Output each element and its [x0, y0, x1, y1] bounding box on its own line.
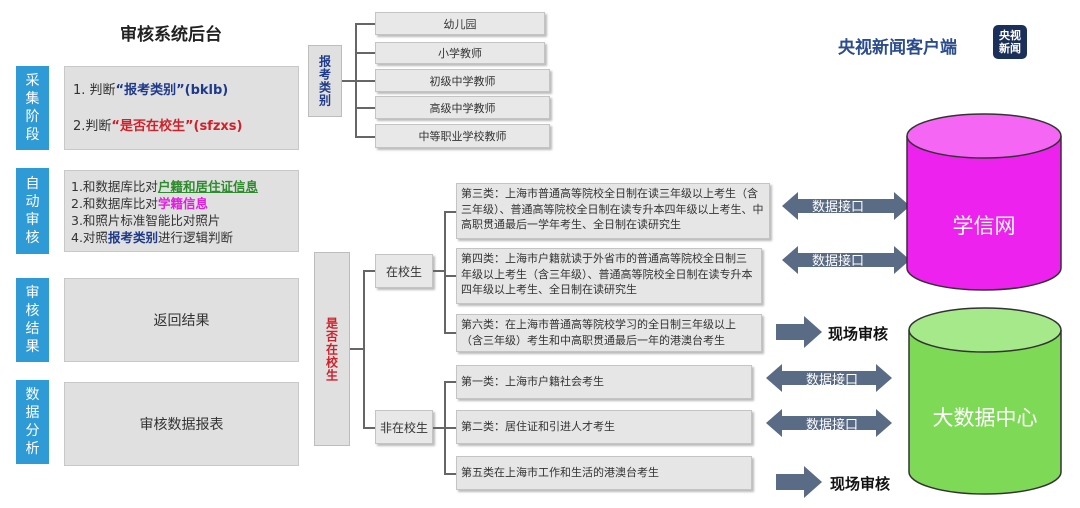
connector [433, 427, 445, 429]
double-arrow-icon [782, 246, 910, 274]
xuexin-database-icon [906, 113, 1062, 291]
connector [342, 80, 356, 82]
report-box: 审核数据报表 [64, 382, 299, 466]
not-in-school-node: 非在校生 [375, 410, 433, 444]
connector [355, 23, 375, 25]
student-status-node: 是否在校生 [314, 252, 350, 446]
connector [355, 80, 375, 82]
connector [444, 275, 456, 277]
exam-type-item: 初级中学教师 [375, 69, 550, 92]
collect-box: 1. 判断“报考类别”(bklb) 2.判断“是否在校生”(sfzxs) [64, 66, 299, 150]
onsite-review-label-1: 现场审核 [828, 325, 889, 343]
connector [433, 270, 445, 272]
category-1: 第一类：上海市户籍社会考生 [456, 365, 752, 399]
phase-collect: 采集阶段 [16, 66, 49, 150]
connector [355, 107, 375, 109]
cctv-news-logo: 央视 新闻 [993, 25, 1027, 59]
connector [444, 473, 456, 475]
category-3: 第三类：上海市普通高等院校全日制在读三年级以上考生（含三年级）、普通高等院校全日… [456, 183, 770, 239]
connector [363, 270, 375, 272]
auto-rule-4: 4.对照报考类别进行逻辑判断 [71, 230, 233, 245]
connector [363, 270, 365, 428]
phase-result: 审核结果 [16, 278, 49, 362]
connector [355, 136, 375, 138]
connector [444, 381, 456, 383]
double-arrow-icon [766, 409, 892, 437]
logo-line2: 新闻 [999, 42, 1021, 55]
exam-type-item: 高级中学教师 [375, 96, 550, 119]
auto-rule-3: 3.和照片标准智能比对照片 [71, 213, 221, 228]
result-box: 返回结果 [64, 278, 299, 362]
api-label-bigdata-1: 数据接口 [806, 373, 859, 388]
collect-rule-2: 2.判断“是否在校生”(sfzxs) [73, 119, 243, 134]
exam-type-item: 中等职业学校教师 [375, 124, 550, 148]
connector [444, 211, 456, 213]
phase-auto-review: 自动审核 [16, 168, 49, 254]
right-arrow-icon [776, 316, 822, 348]
collect-rule-1: 1. 判断“报考类别”(bklb) [73, 83, 229, 98]
exam-type-item: 幼儿园 [375, 12, 545, 35]
api-label-xuexin-2: 数据接口 [812, 254, 865, 269]
page-title: 审核系统后台 [120, 25, 222, 45]
connector [350, 348, 364, 350]
in-school-node: 在校生 [375, 254, 433, 288]
phase-analysis: 数据分析 [16, 380, 49, 464]
category-6: 第六类：在上海市普通高等院校学习的全日制三年级以上（含三年级）考生和中高职贯通最… [456, 314, 762, 352]
category-2: 第二类：居住证和引进人才考生 [456, 410, 752, 444]
logo-line1: 央视 [999, 29, 1021, 42]
auto-review-box: 1.和数据库比对户籍和居住证信息 2.和数据库比对学籍信息 3.和照片标准智能比… [64, 170, 299, 252]
connector [444, 332, 456, 334]
connector [444, 427, 456, 429]
right-arrow-icon [776, 466, 822, 498]
connector [363, 427, 375, 429]
onsite-review-label-2: 现场审核 [830, 475, 891, 493]
bigdata-label: 大数据中心 [932, 406, 1038, 430]
double-arrow-icon [782, 192, 910, 220]
exam-type-node: 报考类别 [308, 45, 342, 117]
connector [355, 52, 375, 54]
xuexin-label: 学信网 [952, 214, 1016, 238]
brand-name: 央视新闻客户端 [838, 38, 957, 58]
category-5: 第五类在上海市工作和生活的港澳台考生 [456, 456, 752, 490]
bigdata-database-icon [908, 307, 1062, 495]
category-4: 第四类：上海市户籍就读于外省市的普通高等院校全日制三年级以上考生（含三年级）、普… [456, 248, 762, 304]
connector [444, 211, 446, 333]
api-label-bigdata-2: 数据接口 [806, 418, 859, 433]
exam-type-item: 小学教师 [375, 42, 545, 64]
double-arrow-icon [766, 364, 892, 392]
api-label-xuexin-1: 数据接口 [812, 200, 865, 215]
auto-rule-2: 2.和数据库比对学籍信息 [71, 196, 208, 211]
auto-rule-1: 1.和数据库比对户籍和居住证信息 [71, 179, 258, 194]
